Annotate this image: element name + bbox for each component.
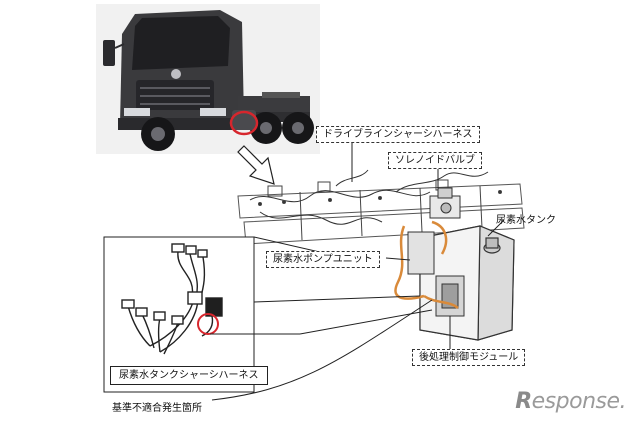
label-aftertreatment-module: 後処理制御モジュール [412,349,526,366]
pump-unit-part [407,231,465,317]
truck-bumper [118,118,246,130]
truck-emblem [171,69,181,79]
response-watermark-logo: Response. [515,389,626,414]
truck-headlight-right [200,108,226,116]
truck-mirror-left [103,40,115,66]
orange-harness [394,220,459,310]
solenoid-valve-part [429,187,461,219]
label-nonconformity-location: 基準不適合発生箇所 [112,403,202,414]
label-tank-chassis-harness: 尿素水タンクシャーシハーネス [110,366,268,385]
leader-lines [210,140,505,401]
truck-highlight-circle [229,110,259,136]
label-urea-pump-unit: 尿素水ポンプユニット [266,251,380,268]
truck-windshield [132,16,230,70]
truck-chassis [238,96,310,114]
truck-illustration [96,4,320,154]
truck-headlight-left [124,108,150,116]
label-solenoid-valve: ソレノイドバルブ [388,152,482,169]
label-driveline-harness: ドライブラインシャーシハーネス [316,126,480,143]
inset-highlight-circle [197,313,219,335]
label-urea-tank: 尿素水タンク [496,215,556,226]
urea-tank-part [419,225,515,341]
pointer-arrow [237,145,275,185]
truck-side-tank [232,110,256,130]
